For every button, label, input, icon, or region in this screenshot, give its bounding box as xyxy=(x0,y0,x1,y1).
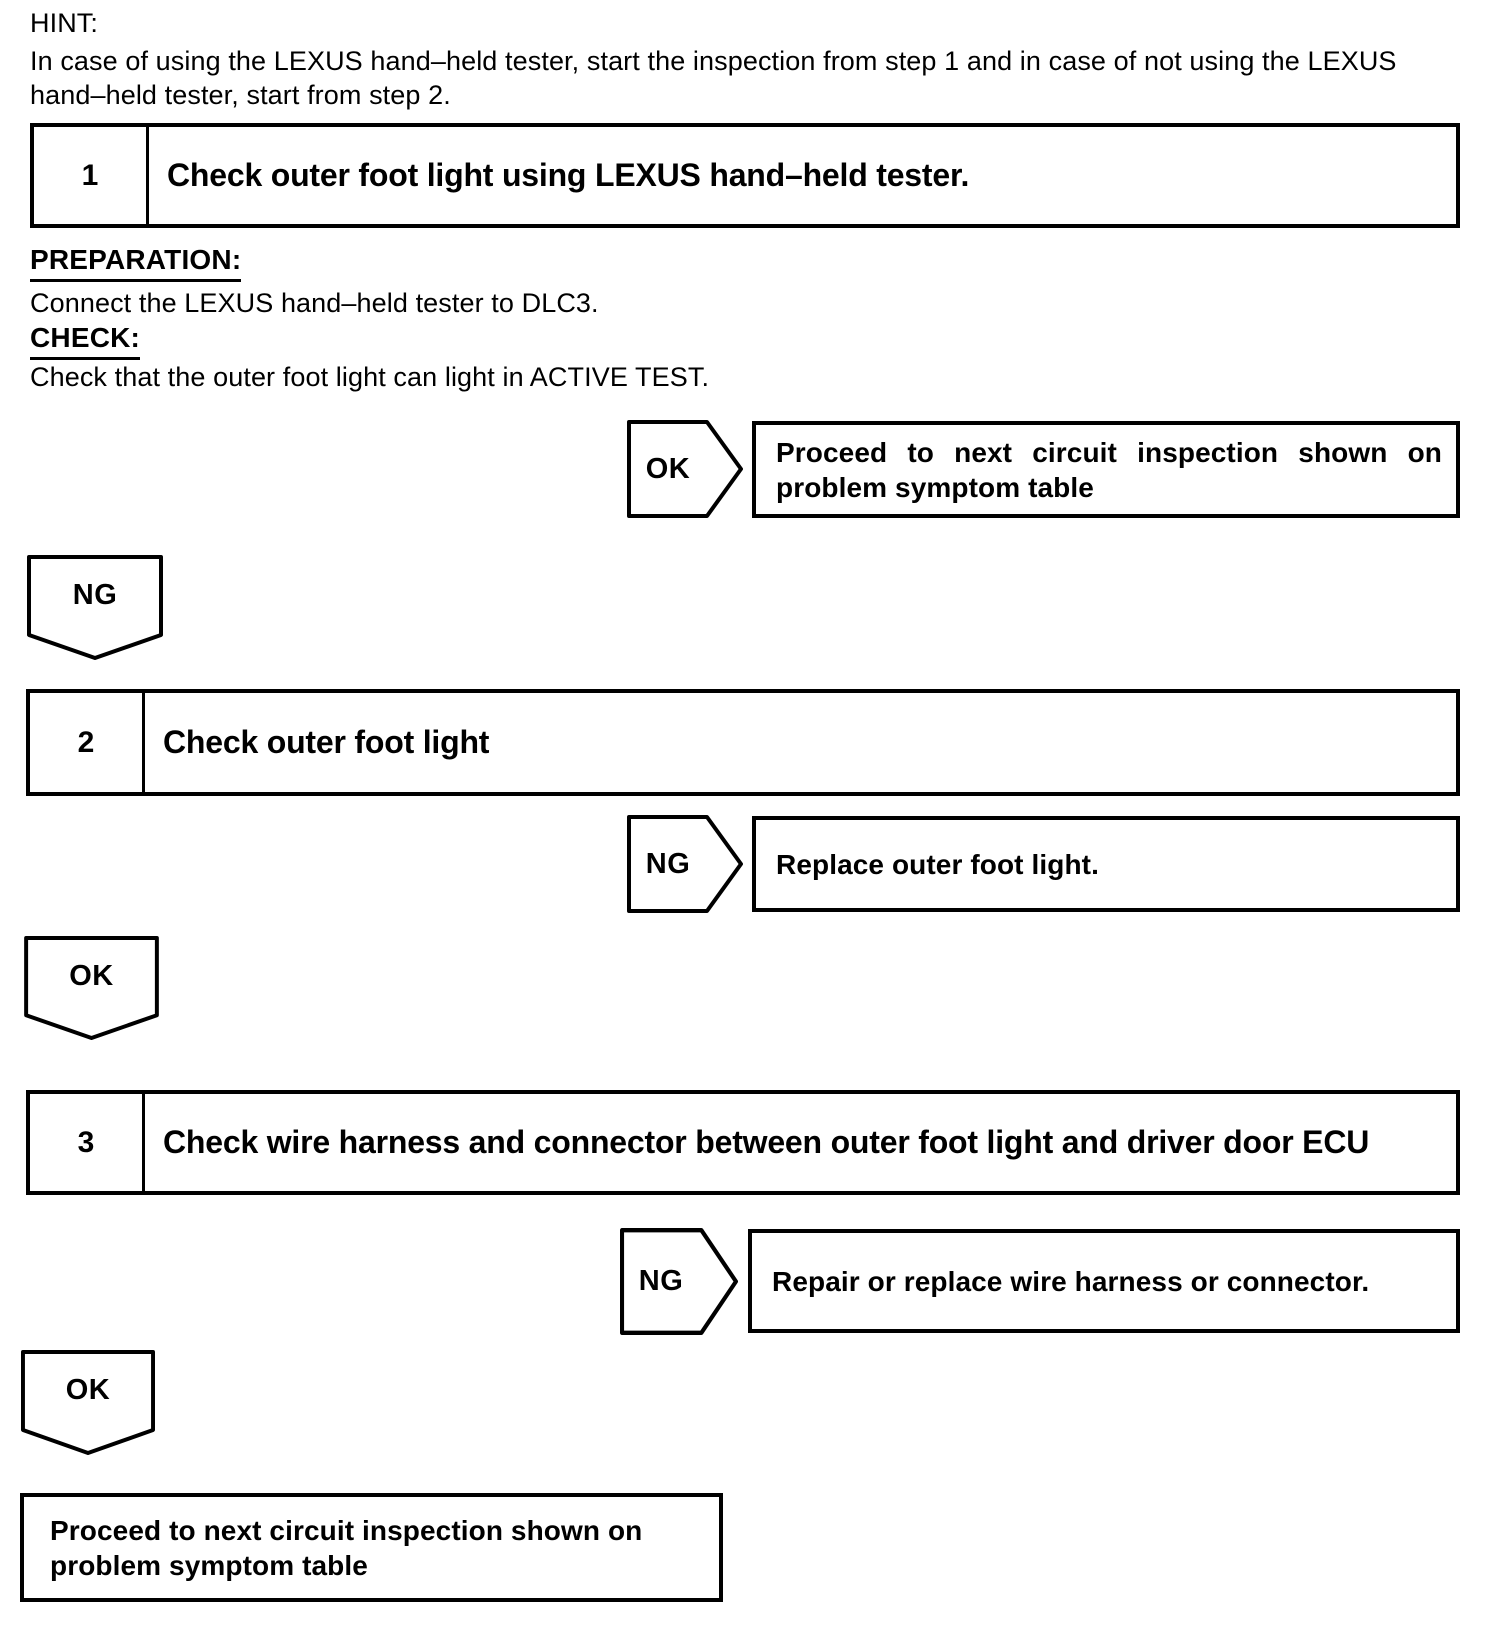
result-text-ng-2: Replace outer foot light. xyxy=(776,848,1099,880)
step-1-box: 1 Check outer foot light using LEXUS han… xyxy=(30,123,1460,228)
step-1-ok-connector: OK xyxy=(627,420,743,518)
step-2-number: 2 xyxy=(30,693,145,792)
step-3-number: 3 xyxy=(30,1094,145,1191)
result-box-ng-3: Repair or replace wire harness or connec… xyxy=(748,1229,1460,1333)
step-3-ok-connector: OK xyxy=(21,1350,155,1455)
preparation-label: PREPARATION: xyxy=(30,244,242,282)
result-box-ng-2: Replace outer foot light. xyxy=(752,816,1460,912)
hint-label: HINT: xyxy=(30,8,98,38)
arrow-down-pentagon-icon xyxy=(24,936,159,1040)
ng-connector-label: NG xyxy=(645,847,691,880)
hint-text: In case of using the LEXUS hand–held tes… xyxy=(30,46,1397,110)
step-2-ok-connector: OK xyxy=(24,936,159,1040)
step-1-number: 1 xyxy=(34,127,149,224)
arrow-down-pentagon-icon xyxy=(27,555,163,660)
ok-connector-label: OK xyxy=(69,959,114,992)
check-label: CHECK: xyxy=(30,322,141,360)
step-2-title: Check outer foot light xyxy=(163,724,490,760)
step-3-ng-connector: NG xyxy=(620,1228,738,1335)
result-text-ok-1: Proceed to next circuit inspection shown… xyxy=(776,436,1442,503)
step-1-title: Check outer foot light using LEXUS hand–… xyxy=(167,157,970,193)
final-result-box: Proceed to next circuit inspection shown… xyxy=(20,1493,723,1602)
ng-connector-label: NG xyxy=(638,1265,684,1297)
ng-connector-label: NG xyxy=(72,578,118,611)
check-text: Check that the outer foot light can ligh… xyxy=(30,362,710,392)
arrow-right-pentagon-icon xyxy=(627,420,743,518)
result-box-ok-1: Proceed to next circuit inspection shown… xyxy=(752,421,1460,518)
ok-connector-label: OK xyxy=(65,1373,111,1406)
step-3-title: Check wire harness and connector between… xyxy=(163,1124,1370,1160)
step-2-ng-connector: NG xyxy=(627,815,743,913)
final-result-text: Proceed to next circuit inspection shown… xyxy=(50,1514,643,1581)
step-2-box: 2 Check outer foot light xyxy=(26,689,1460,796)
step-1-ng-connector: NG xyxy=(27,555,163,660)
step-3-box: 3 Check wire harness and connector betwe… xyxy=(26,1090,1460,1195)
arrow-right-pentagon-icon xyxy=(627,815,743,913)
arrow-right-pentagon-icon xyxy=(620,1228,738,1335)
preparation-text: Connect the LEXUS hand–held tester to DL… xyxy=(30,288,599,318)
ok-connector-label: OK xyxy=(645,452,691,485)
arrow-down-pentagon-icon xyxy=(21,1350,155,1455)
result-text-ng-3: Repair or replace wire harness or connec… xyxy=(772,1265,1370,1297)
